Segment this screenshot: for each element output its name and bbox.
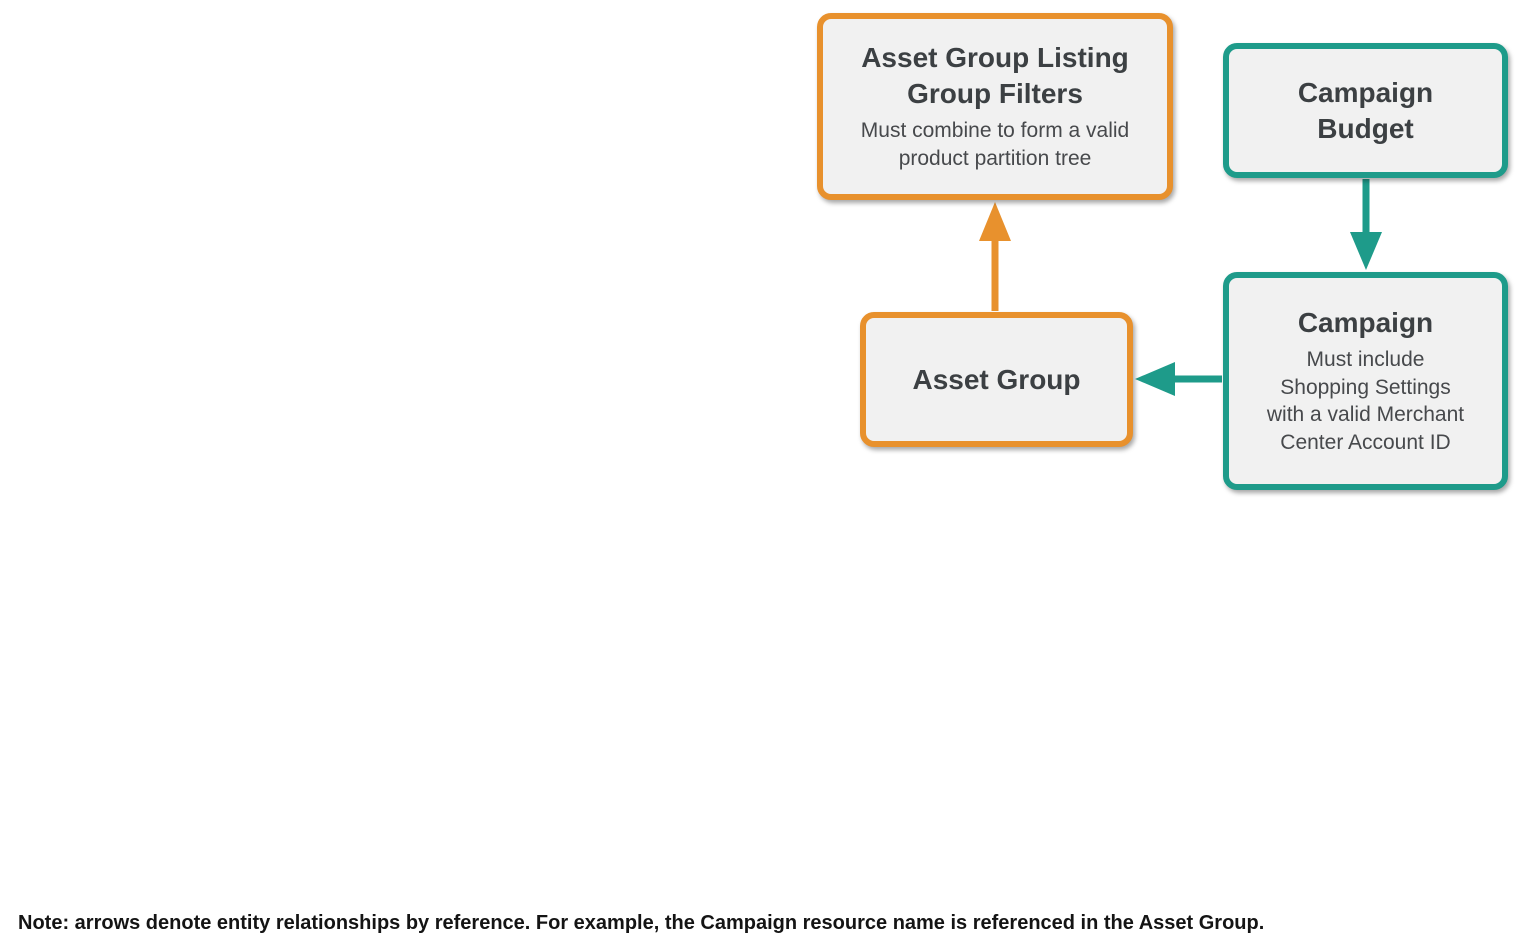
arrow-campaign-to-asset-group [1135,362,1222,396]
node-title: Asset Group [912,363,1081,395]
node-asset-group-listing-group-filters: Asset Group Listing Group Filters Must c… [817,13,1173,200]
node-campaign: Campaign Must include Shopping Settings … [1223,272,1508,490]
node-title: Campaign [1297,307,1434,339]
node-subtitle: Must combine to form a valid product par… [860,119,1130,170]
arrow-campaign-budget-to-campaign [1350,179,1382,270]
node-title: Asset Group Listing Group Filters [861,42,1129,110]
footnote: Note: arrows denote entity relationships… [18,912,1265,934]
node-subtitle: Must include Shopping Settings with a va… [1266,347,1465,455]
node-title: Campaign Budget [1297,76,1434,144]
arrow-asset-group-to-filters [979,202,1011,311]
node-asset-group: Asset Group [860,312,1133,447]
node-campaign-budget: Campaign Budget [1223,43,1508,178]
